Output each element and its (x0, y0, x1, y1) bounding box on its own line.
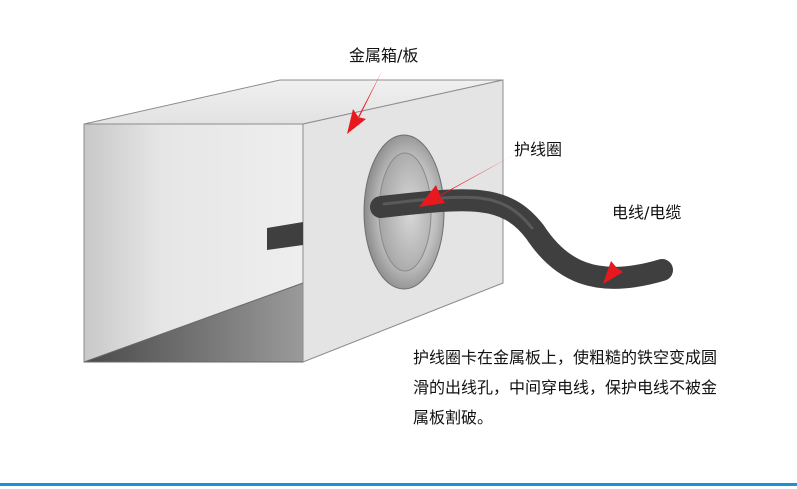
arrow-cable (603, 219, 653, 284)
label-cable: 电线/电缆 (612, 203, 682, 222)
cable-highlight (382, 195, 534, 230)
label-grommet: 护线圈 (514, 140, 563, 159)
arrow-box (347, 71, 382, 134)
description-line: 属板割破。 (413, 408, 494, 427)
description: 护线圈卡在金属板上，使粗糙的铁空变成圆 滑的出线孔，中间穿电线，保护电线不被金 … (413, 343, 783, 433)
description-line: 护线圈卡在金属板上，使粗糙的铁空变成圆 (413, 348, 718, 367)
cable-inner-segment (267, 222, 303, 250)
description-line: 滑的出线孔，中间穿电线，保护电线不被金 (413, 378, 718, 397)
bottom-rule (0, 483, 797, 486)
label-metal-box: 金属箱/板 (349, 46, 419, 65)
arrow-grommet (419, 156, 512, 207)
